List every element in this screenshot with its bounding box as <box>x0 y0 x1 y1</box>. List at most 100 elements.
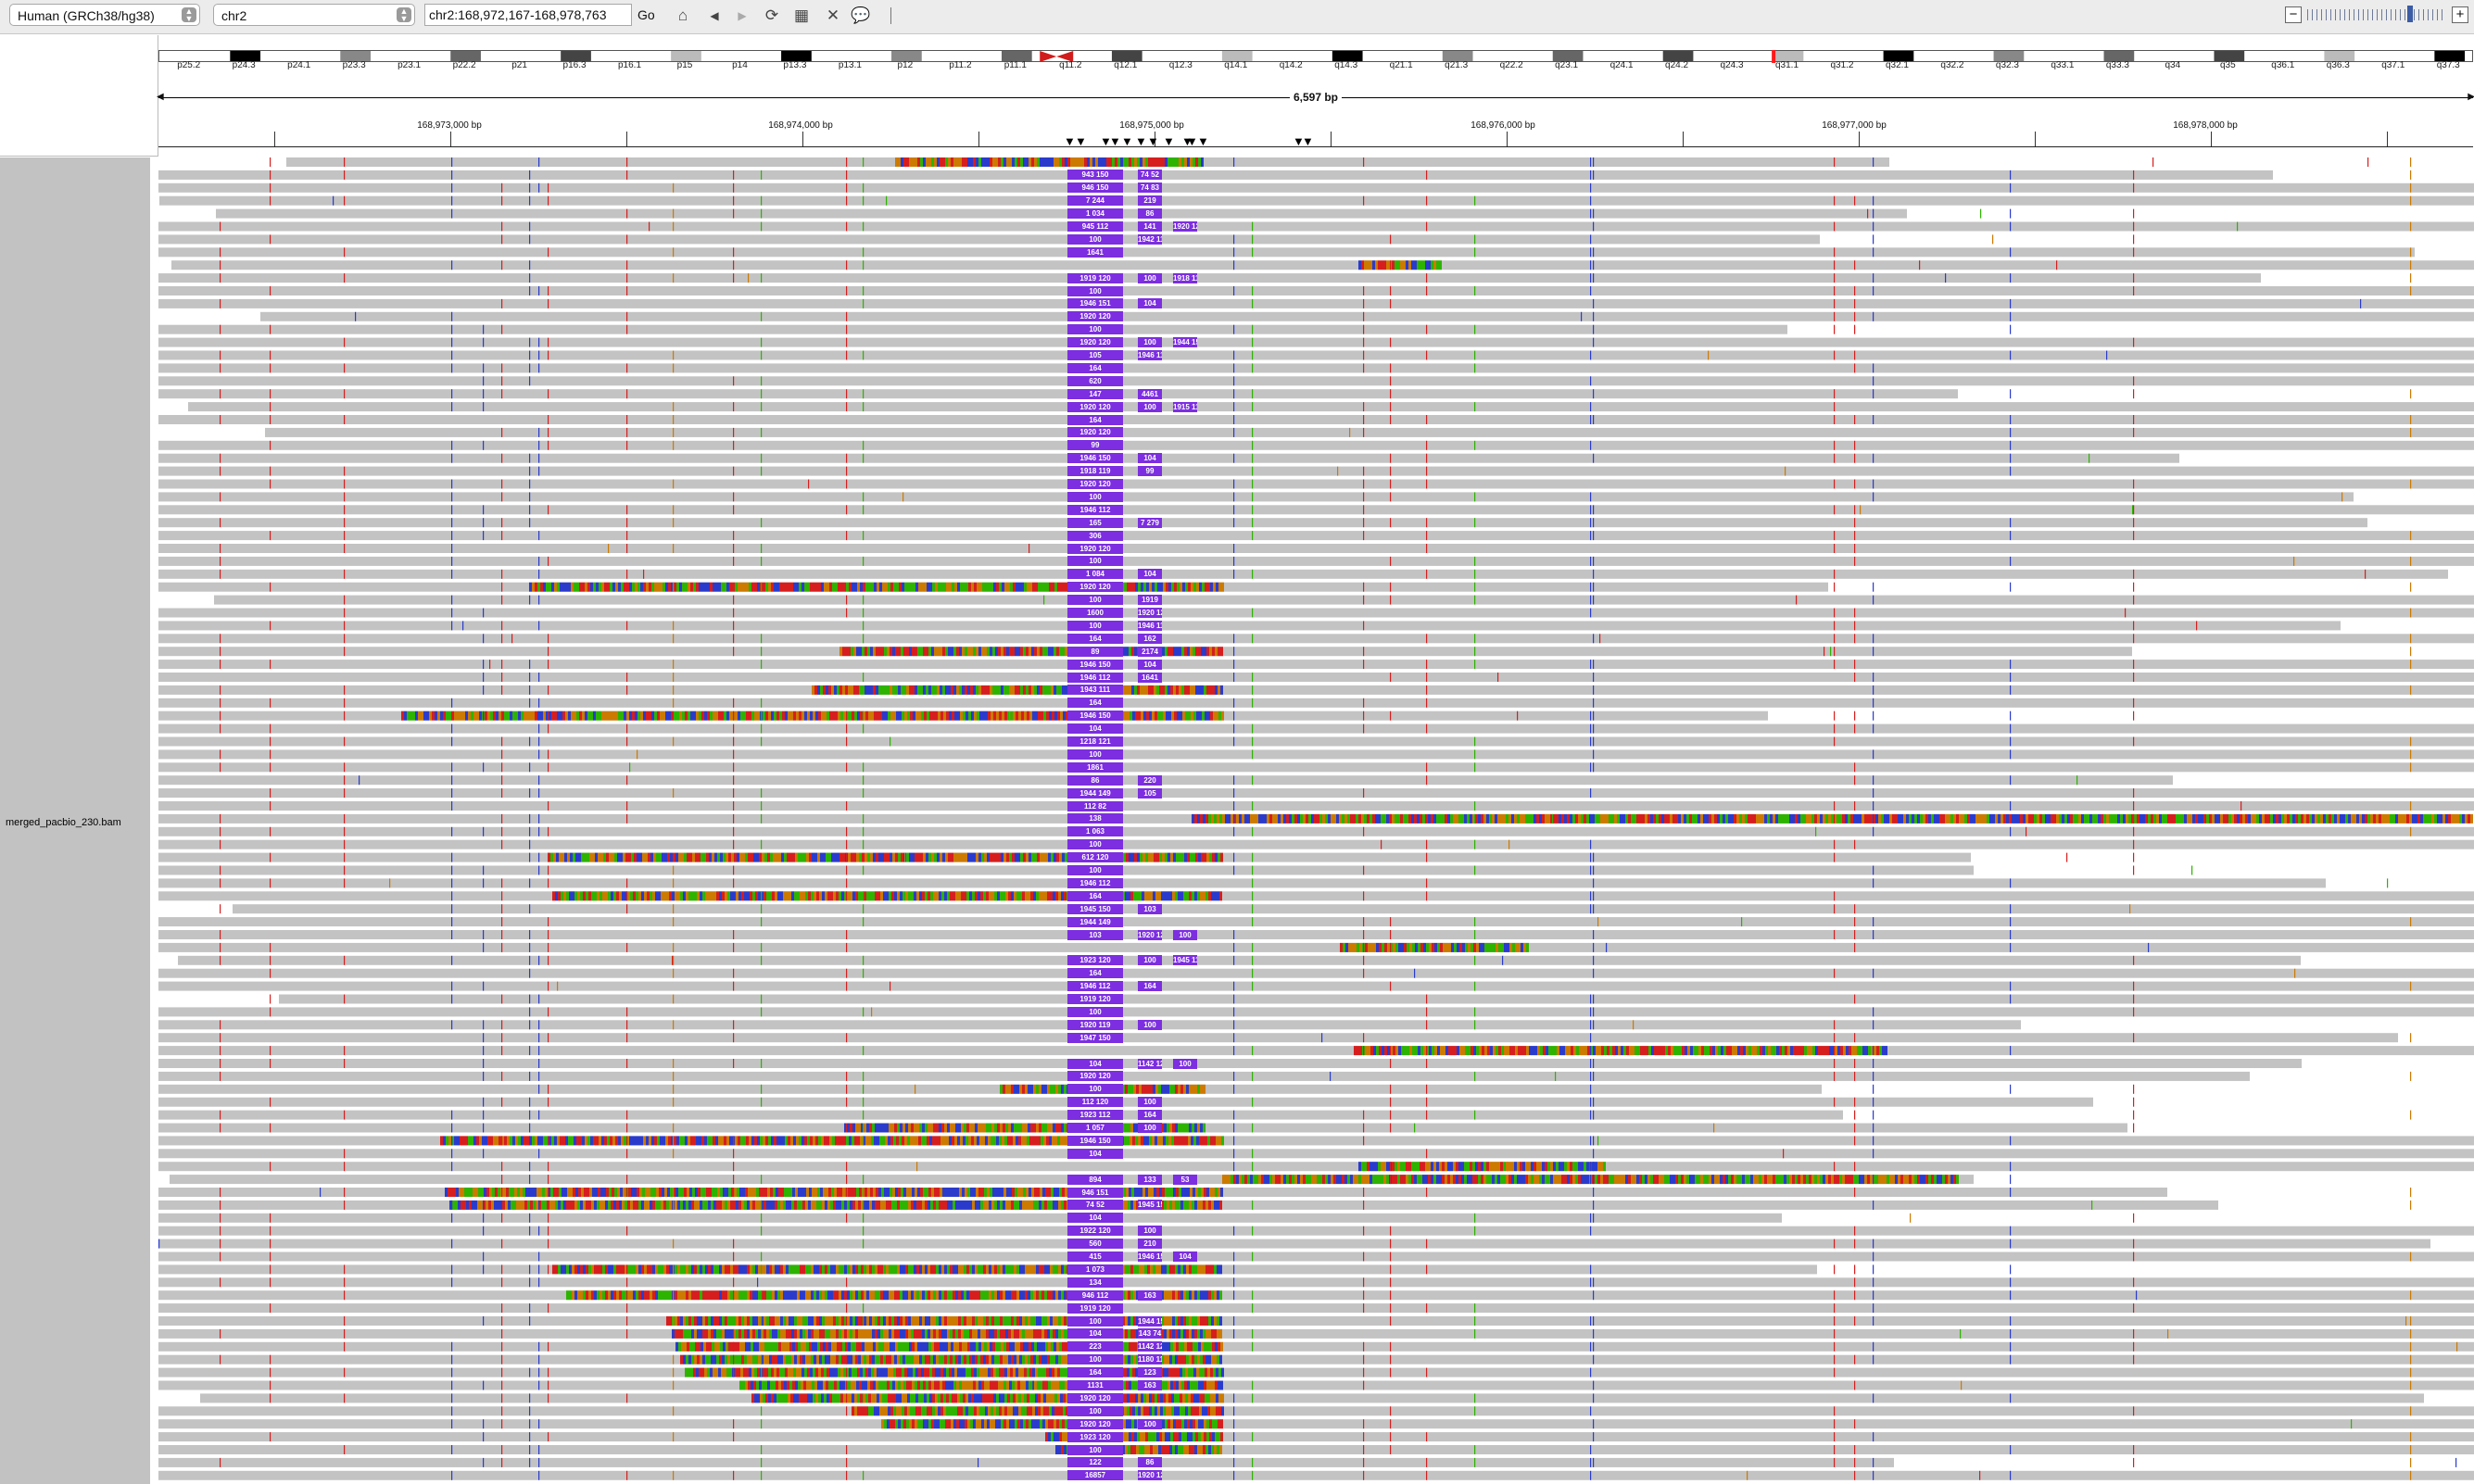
read[interactable] <box>158 878 2326 888</box>
cytoband-p24.3[interactable] <box>230 51 261 61</box>
read[interactable] <box>158 466 2474 476</box>
read[interactable] <box>158 673 2474 682</box>
cytoband-p24.1[interactable] <box>284 51 316 61</box>
read-row[interactable] <box>158 556 2474 566</box>
read[interactable] <box>158 479 2474 489</box>
read-row[interactable] <box>158 1071 2412 1081</box>
read[interactable] <box>158 968 2474 978</box>
cytoband-q14.2[interactable] <box>1277 51 1308 61</box>
read[interactable] <box>260 311 2474 321</box>
read[interactable] <box>158 363 2474 373</box>
zoom-control[interactable]: − + <box>2285 6 2470 26</box>
chromosome-dropdown[interactable]: chr2 ▲▼ <box>213 4 415 26</box>
read-row[interactable] <box>158 1046 2474 1056</box>
read-row[interactable] <box>158 749 2474 760</box>
cytoband-q32.3[interactable] <box>1993 51 2025 61</box>
read-row[interactable] <box>158 531 2474 541</box>
read-row[interactable] <box>158 698 2474 708</box>
read[interactable] <box>171 260 2474 270</box>
cytoband-p13.1[interactable] <box>836 51 867 61</box>
home-icon[interactable]: ⌂ <box>677 6 688 24</box>
cytoband-q37.1[interactable] <box>2379 51 2410 61</box>
cytoband-q24.1[interactable] <box>1608 51 1638 61</box>
read[interactable] <box>158 440 2474 450</box>
cytoband-q12.1[interactable] <box>1111 51 1142 61</box>
cytoband-q34[interactable] <box>2158 51 2190 61</box>
cytoband-q35[interactable] <box>2214 51 2245 61</box>
read-row[interactable] <box>158 891 2474 901</box>
read-row[interactable] <box>158 492 2354 502</box>
read[interactable] <box>158 1110 1843 1120</box>
read[interactable] <box>158 685 2474 695</box>
cytoband-q24.3[interactable] <box>1718 51 1748 61</box>
read-row[interactable] <box>158 505 2474 515</box>
read-row[interactable] <box>158 1136 2474 1146</box>
read-row[interactable] <box>158 621 2341 631</box>
read-row[interactable] <box>158 324 2012 334</box>
read-row[interactable] <box>158 852 2135 862</box>
read-row[interactable] <box>158 865 2193 875</box>
read-row[interactable] <box>171 260 2474 270</box>
locus-input[interactable]: chr2:168,972,167-168,978,763 <box>424 4 632 26</box>
read-row[interactable] <box>158 1084 2135 1094</box>
read[interactable] <box>158 723 2474 734</box>
read-row[interactable] <box>158 723 2474 734</box>
cytoband-p13.3[interactable] <box>781 51 812 61</box>
read-row[interactable] <box>158 170 2412 180</box>
read-row[interactable] <box>158 415 2474 424</box>
cytoband-p12[interactable] <box>891 51 922 61</box>
cytoband-q37.3[interactable] <box>2434 51 2466 61</box>
cytoband-p11.1[interactable] <box>1001 51 1032 61</box>
read-row[interactable] <box>158 298 2474 308</box>
read[interactable] <box>279 994 2474 1004</box>
cytoband-q32.2[interactable] <box>1938 51 1969 61</box>
read-row[interactable] <box>158 221 2474 232</box>
read-row[interactable] <box>214 595 2474 605</box>
read-row[interactable] <box>158 569 2448 579</box>
read[interactable] <box>159 195 2474 206</box>
read-row[interactable] <box>158 234 2135 245</box>
read[interactable] <box>158 749 2474 760</box>
read-row[interactable] <box>158 1033 2412 1043</box>
read[interactable] <box>158 698 2474 708</box>
read-row[interactable] <box>158 273 2412 283</box>
read[interactable] <box>158 569 2448 579</box>
read-row[interactable] <box>158 247 2415 258</box>
zoom-slider-handle[interactable] <box>2407 6 2413 22</box>
cytoband-q23.1[interactable] <box>1552 51 1584 61</box>
read[interactable] <box>158 891 2474 901</box>
read[interactable] <box>158 839 2474 849</box>
read[interactable] <box>158 531 2474 541</box>
read-row[interactable] <box>158 660 2474 670</box>
read-row[interactable] <box>158 1097 2135 1107</box>
read[interactable] <box>158 273 2261 283</box>
read[interactable] <box>158 762 2474 773</box>
read-row[interactable] <box>158 518 2367 528</box>
read[interactable] <box>233 904 2474 914</box>
read[interactable] <box>158 801 2474 811</box>
read[interactable] <box>158 556 2474 566</box>
read-row[interactable] <box>158 775 2173 786</box>
read-row[interactable] <box>158 440 2474 450</box>
read[interactable] <box>158 170 2273 180</box>
read-row[interactable] <box>158 813 2473 824</box>
read-row[interactable] <box>158 1188 2412 1197</box>
read-row[interactable] <box>158 801 2474 811</box>
read[interactable] <box>158 608 2474 618</box>
cytoband-q22.2[interactable] <box>1497 51 1528 61</box>
cytoband-q21.1[interactable] <box>1387 51 1419 61</box>
read[interactable] <box>214 595 2474 605</box>
read-row[interactable] <box>158 350 2474 360</box>
read[interactable] <box>158 775 2173 786</box>
read-row[interactable] <box>158 1162 2474 1172</box>
cytoband-p15[interactable] <box>671 51 701 61</box>
back-icon[interactable]: ◀ <box>710 9 719 22</box>
read[interactable] <box>158 981 2474 991</box>
read[interactable] <box>158 917 2474 927</box>
read-row[interactable] <box>158 634 2474 644</box>
read-row[interactable] <box>216 208 2135 219</box>
zoom-out-button[interactable]: − <box>2285 6 2302 23</box>
read-row[interactable] <box>158 685 2474 695</box>
read-row[interactable] <box>158 376 2474 386</box>
